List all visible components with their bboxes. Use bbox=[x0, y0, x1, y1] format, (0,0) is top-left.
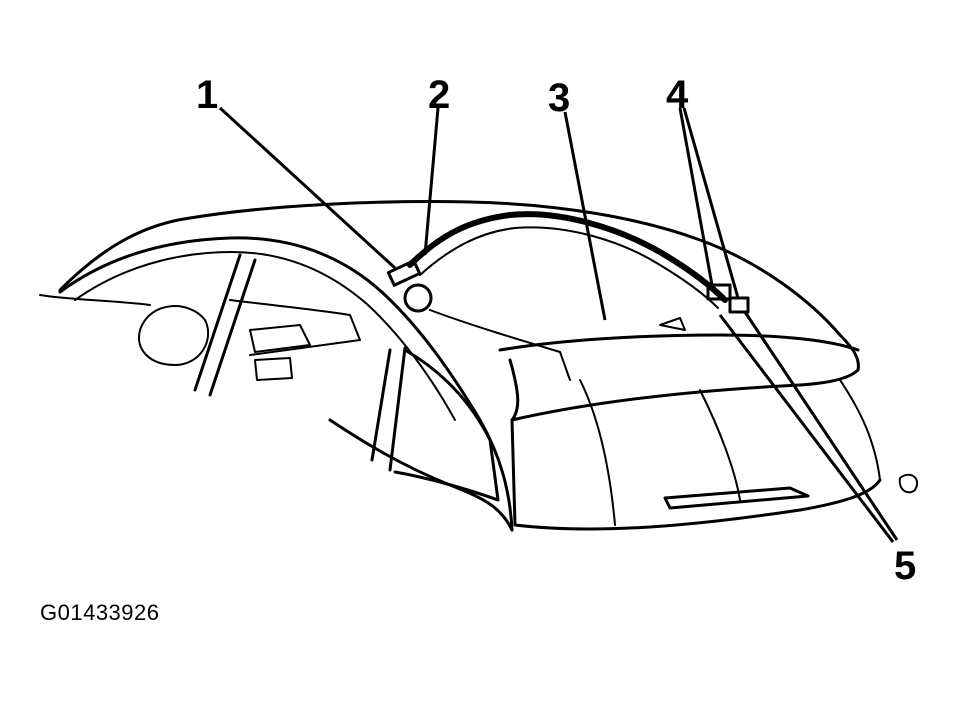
a-pillar-header bbox=[58, 236, 514, 532]
leader-4a bbox=[678, 107, 714, 286]
module-front bbox=[386, 259, 422, 287]
module-rear-a bbox=[706, 283, 732, 301]
roof-rail-airbag bbox=[407, 211, 728, 303]
roof-rail-inner bbox=[419, 226, 719, 309]
dashboard bbox=[39, 294, 361, 356]
callout-4: 4 bbox=[666, 73, 689, 117]
leader-4b bbox=[682, 107, 740, 299]
leader-5a bbox=[718, 314, 895, 543]
trunk-crease bbox=[579, 379, 741, 526]
quarter-panel bbox=[429, 309, 571, 381]
leader-2 bbox=[423, 107, 440, 256]
rear-door-window bbox=[393, 348, 500, 502]
trunk-rear bbox=[510, 418, 882, 531]
exhaust-tip bbox=[898, 473, 919, 494]
roof-outline bbox=[58, 200, 860, 372]
trunk-lid bbox=[508, 358, 860, 422]
leader-5b bbox=[743, 311, 899, 541]
license-plate-recess bbox=[663, 486, 810, 510]
module-rear-b bbox=[728, 296, 750, 314]
callout-2: 2 bbox=[428, 73, 451, 117]
steering-wheel bbox=[138, 305, 210, 366]
figure-id: G01433926 bbox=[40, 600, 160, 625]
leader-3 bbox=[563, 111, 607, 321]
inflator-front bbox=[403, 283, 433, 313]
interior-controls bbox=[249, 324, 311, 381]
rear-window-top bbox=[498, 333, 860, 352]
b-pillar bbox=[370, 346, 407, 472]
callout-1: 1 bbox=[196, 73, 219, 117]
front-window-frame bbox=[193, 253, 257, 397]
trunk-rear-line bbox=[839, 379, 881, 481]
leader-1 bbox=[218, 106, 397, 270]
rear-window-mark bbox=[659, 317, 686, 331]
callout-3: 3 bbox=[548, 76, 571, 120]
callout-5: 5 bbox=[894, 544, 917, 588]
body-sill bbox=[328, 418, 514, 532]
